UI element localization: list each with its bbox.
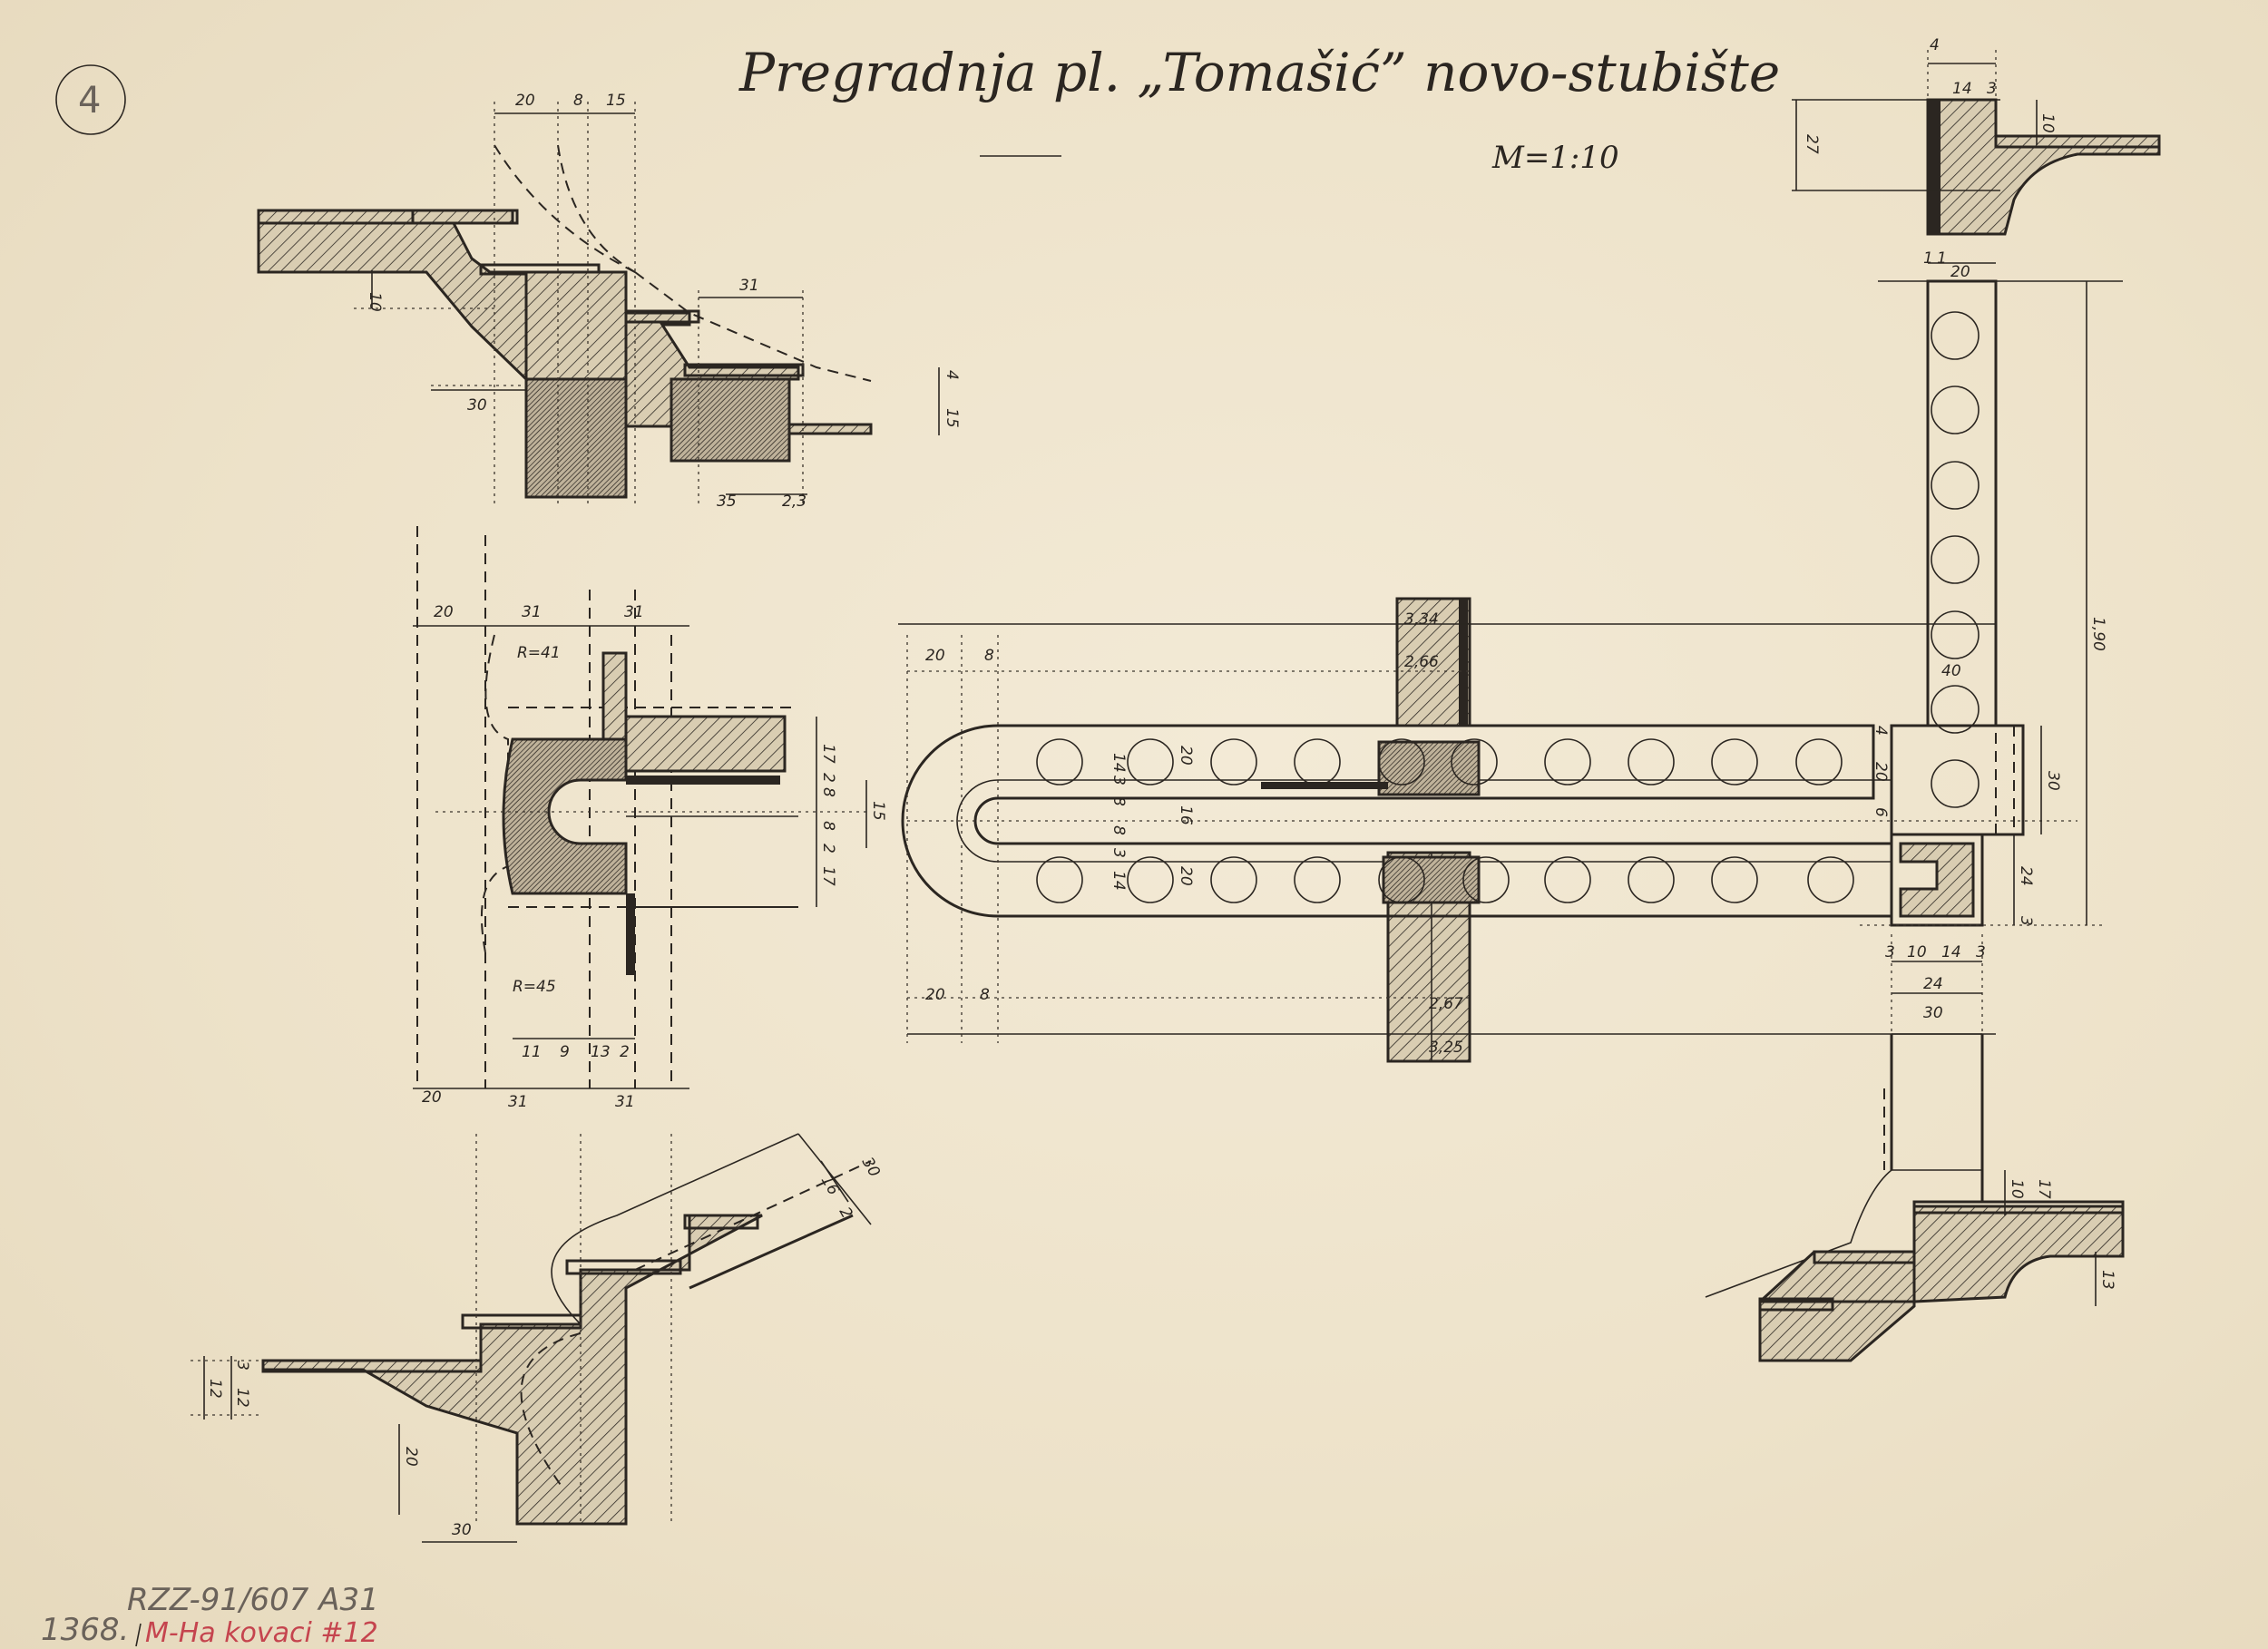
svg-text:3,25: 3,25 xyxy=(1429,1039,1463,1057)
plan-main: 20 8 3,34 2,66 14 3 8 8 3 14 20 20 16 4 … xyxy=(898,279,2123,1170)
svg-text:30: 30 xyxy=(452,1521,472,1539)
svg-text:11: 11 xyxy=(522,1043,542,1061)
svg-text:10: 10 xyxy=(1907,943,1927,961)
svg-text:14: 14 xyxy=(1110,871,1128,891)
svg-text:8: 8 xyxy=(984,647,994,665)
section-bottom-left: 12 3 12 20 30 30 16 2 xyxy=(191,1133,884,1543)
svg-text:20: 20 xyxy=(515,92,535,110)
svg-text:13: 13 xyxy=(2098,1270,2116,1290)
svg-text:20: 20 xyxy=(1177,866,1195,886)
svg-text:20: 20 xyxy=(1950,263,1970,281)
archive-reference: RZZ-91/607 A31 xyxy=(127,1582,379,1618)
svg-text:8: 8 xyxy=(1110,796,1128,806)
scale-label: M=1:10 xyxy=(1491,140,1619,176)
svg-text:30: 30 xyxy=(858,1155,884,1181)
svg-text:31: 31 xyxy=(739,277,759,295)
drawing-title: Pregradnja pl. „Tomašić” novo-stubište xyxy=(738,42,1780,103)
sheet-number: 4 xyxy=(55,64,126,135)
svg-text:8: 8 xyxy=(980,986,990,1004)
svg-text:8: 8 xyxy=(819,787,837,797)
svg-text:1: 1 xyxy=(1923,249,1933,268)
section-top-left: 20 8 15 31 30 10 15 4 35 2,3 xyxy=(257,92,961,511)
svg-text:20: 20 xyxy=(422,1088,442,1107)
svg-text:2,66: 2,66 xyxy=(1404,653,1439,671)
svg-text:8: 8 xyxy=(1110,825,1128,835)
svg-text:2: 2 xyxy=(819,844,837,854)
svg-text:24: 24 xyxy=(2017,866,2035,886)
baluster-holes-lower xyxy=(1036,856,1854,903)
svg-text:16: 16 xyxy=(1177,805,1195,825)
baluster-holes-upper xyxy=(1036,738,1843,785)
svg-text:12: 12 xyxy=(206,1379,224,1399)
svg-text:15: 15 xyxy=(943,408,961,428)
svg-text:3: 3 xyxy=(233,1361,251,1371)
svg-text:R=41: R=41 xyxy=(517,644,561,662)
svg-text:8: 8 xyxy=(573,92,583,110)
svg-text:1: 1 xyxy=(1937,249,1947,268)
svg-text:40: 40 xyxy=(1941,662,1961,680)
svg-text:20: 20 xyxy=(925,986,945,1004)
svg-text:1,90: 1,90 xyxy=(2089,617,2107,651)
svg-text:15: 15 xyxy=(869,801,887,821)
svg-text:17: 17 xyxy=(819,866,837,886)
svg-text:9: 9 xyxy=(560,1043,570,1061)
svg-text:35: 35 xyxy=(717,493,737,511)
svg-text:30: 30 xyxy=(467,396,487,415)
svg-text:4: 4 xyxy=(78,80,101,122)
svg-text:6: 6 xyxy=(1872,807,1890,817)
red-annotation: M-Ha kovaci #12 xyxy=(145,1617,378,1649)
svg-text:10: 10 xyxy=(2038,113,2057,133)
svg-text:12: 12 xyxy=(233,1388,251,1408)
section-right-top: 4 14 3 27 10 20 1 1 xyxy=(1792,36,2161,281)
svg-text:3: 3 xyxy=(1987,80,1997,98)
svg-text:2,67: 2,67 xyxy=(1429,995,1463,1013)
svg-text:15: 15 xyxy=(606,92,626,110)
svg-text:4: 4 xyxy=(943,370,961,380)
svg-text:4: 4 xyxy=(1930,36,1940,54)
svg-text:2,3: 2,3 xyxy=(782,493,807,511)
svg-text:31: 31 xyxy=(615,1093,635,1111)
svg-text:30: 30 xyxy=(1923,1004,1943,1022)
section-right-bottom: 10 17 13 xyxy=(1705,1034,2125,1362)
inventory-number: 1368. xyxy=(41,1612,129,1648)
svg-text:3: 3 xyxy=(1976,943,1986,961)
svg-text:14: 14 xyxy=(1110,753,1128,773)
baluster-holes-vertical xyxy=(1931,311,1980,808)
svg-text:R=45: R=45 xyxy=(513,978,556,996)
svg-text:3,34: 3,34 xyxy=(1404,610,1439,629)
svg-text:31: 31 xyxy=(624,603,644,621)
svg-text:31: 31 xyxy=(522,603,542,621)
svg-text:20: 20 xyxy=(1872,762,1890,782)
svg-text:27: 27 xyxy=(1803,134,1821,154)
svg-text:8: 8 xyxy=(819,821,837,831)
svg-text:20: 20 xyxy=(925,647,945,665)
svg-text:3: 3 xyxy=(1110,848,1128,858)
svg-text:4: 4 xyxy=(1872,726,1890,736)
svg-text:31: 31 xyxy=(508,1093,528,1111)
svg-text:13: 13 xyxy=(591,1043,611,1061)
svg-text:17: 17 xyxy=(2035,1179,2053,1199)
svg-text:17: 17 xyxy=(819,744,837,764)
svg-text:20: 20 xyxy=(1177,746,1195,766)
svg-text:10: 10 xyxy=(2008,1179,2026,1199)
svg-text:3: 3 xyxy=(1885,943,1895,961)
svg-text:20: 20 xyxy=(402,1447,420,1467)
plan-left-detail: 20 31 31 R=41 R=45 11 9 13 2 20 31 31 17… xyxy=(413,526,887,1111)
svg-text:14: 14 xyxy=(1941,943,1961,961)
svg-text:3: 3 xyxy=(1110,776,1128,785)
svg-text:30: 30 xyxy=(2044,771,2062,791)
svg-text:14: 14 xyxy=(1952,80,1972,98)
svg-text:2: 2 xyxy=(620,1043,630,1061)
svg-text:20: 20 xyxy=(434,603,454,621)
svg-text:24: 24 xyxy=(1923,975,1943,993)
svg-text:10: 10 xyxy=(366,292,384,312)
svg-text:3: 3 xyxy=(2017,916,2035,926)
svg-text:2: 2 xyxy=(819,773,837,783)
